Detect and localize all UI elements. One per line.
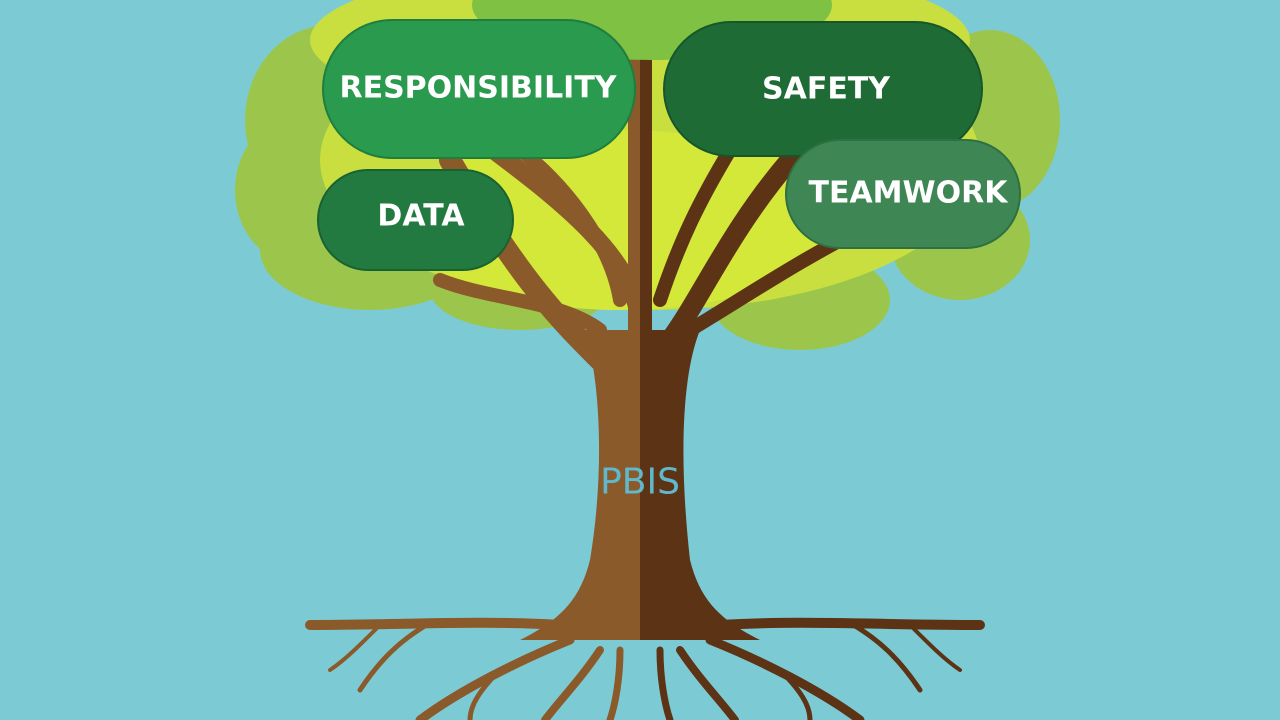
- leaf-teamwork-shape: [785, 139, 1021, 249]
- leaf-teamwork: TEAMWORK: [785, 139, 1021, 249]
- trunk-label-pbis: PBIS: [600, 462, 680, 503]
- tree-roots: [305, 617, 985, 720]
- leaf-responsibility-shape: [322, 19, 636, 159]
- leaf-teamwork-label: TEAMWORK: [809, 176, 1010, 211]
- tree-trunk: [520, 330, 760, 640]
- leaf-responsibility: RESPONSIBILITY: [322, 19, 636, 159]
- leaf-data: DATA: [317, 169, 514, 271]
- leaf-data-label: DATA: [377, 199, 465, 234]
- leaf-safety: SAFETY: [663, 21, 983, 157]
- leaf-safety-label: SAFETY: [762, 72, 891, 107]
- leaf-data-shape: [317, 169, 514, 271]
- leaf-responsibility-label: RESPONSIBILITY: [339, 71, 617, 106]
